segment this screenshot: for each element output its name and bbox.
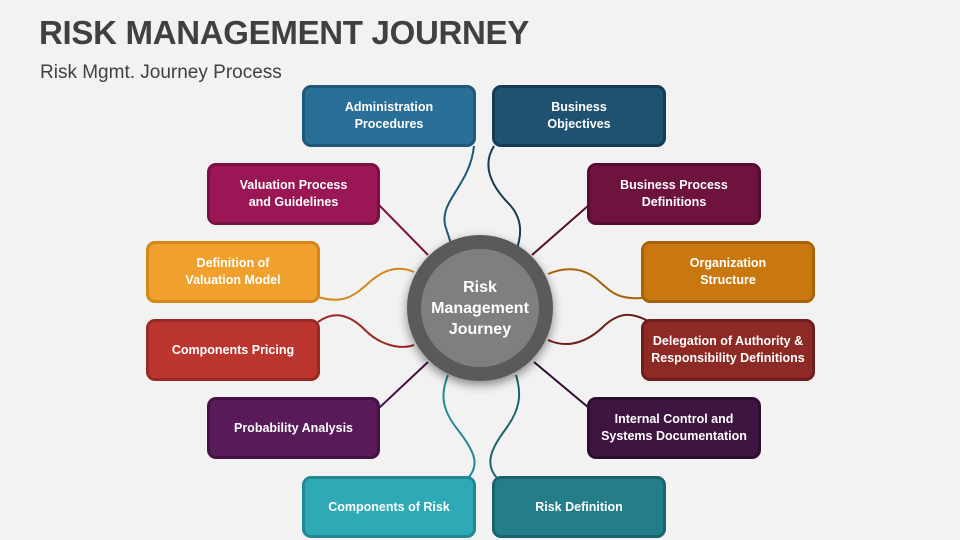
connector-probability-analysis: [378, 361, 429, 409]
page-title: RISK MANAGEMENT JOURNEY: [39, 14, 529, 51]
node-components-pricing[interactable]: Components Pricing: [146, 319, 320, 381]
node-risk-definition[interactable]: Risk Definition: [492, 476, 666, 538]
connector-valuation-process: [378, 204, 429, 256]
node-business-process[interactable]: Business Process Definitions: [587, 163, 761, 225]
connector-risk-definition: [489, 374, 521, 479]
node-probability-analysis[interactable]: Probability Analysis: [207, 397, 380, 459]
connector-components-pricing: [317, 314, 415, 348]
connector-business-process: [531, 204, 590, 256]
center-hub-label: Risk Management Journey: [421, 249, 539, 367]
connector-business-objectives: [487, 145, 522, 253]
connector-definition-valuation: [317, 267, 415, 301]
node-delegation-authority[interactable]: Delegation of Authority & Responsibility…: [641, 319, 815, 381]
node-business-objectives[interactable]: Business Objectives: [492, 85, 666, 147]
node-internal-control[interactable]: Internal Control and Systems Documentati…: [587, 397, 761, 459]
connector-organization-structure: [547, 268, 644, 300]
connector-internal-control: [533, 361, 590, 409]
center-hub: Risk Management Journey: [407, 235, 553, 381]
node-components-of-risk[interactable]: Components of Risk: [302, 476, 476, 538]
node-definition-valuation-model[interactable]: Definition of Valuation Model: [146, 241, 320, 303]
node-organization-structure[interactable]: Organization Structure: [641, 241, 815, 303]
connector-components-of-risk: [442, 374, 476, 479]
page-subtitle: Risk Mgmt. Journey Process: [40, 62, 282, 83]
node-valuation-process[interactable]: Valuation Process and Guidelines: [207, 163, 380, 225]
connector-delegation-authority: [547, 313, 651, 345]
node-administration-procedures[interactable]: Administration Procedures: [302, 85, 476, 147]
